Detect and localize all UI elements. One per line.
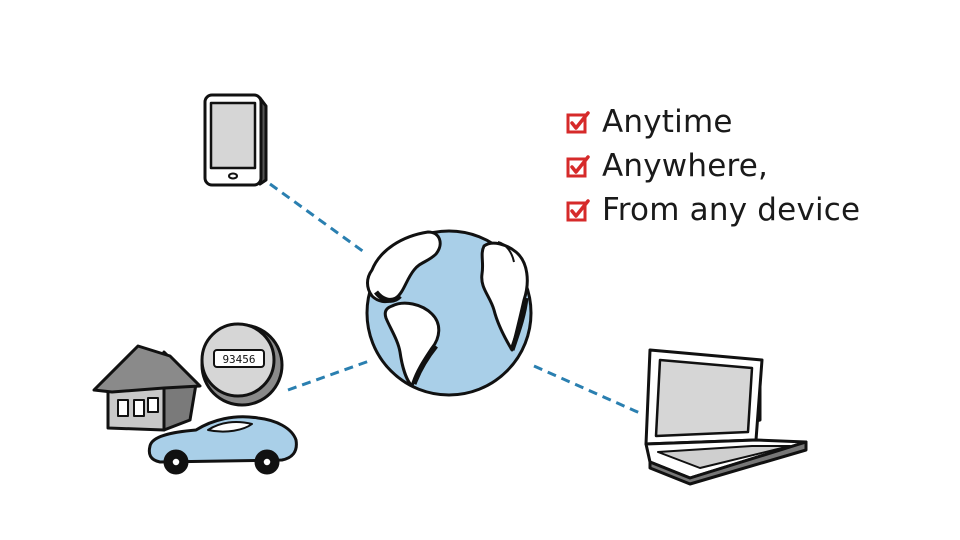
checklist-item: Anywhere, [566,144,860,188]
checkbox-checked-icon [566,199,590,222]
globe-icon [365,229,533,397]
tablet-icon [203,93,268,187]
globe-landmass-south-america [383,301,441,388]
connector-home-globe [287,358,373,392]
checklist-item-label: Anywhere, [602,148,769,184]
globe-landmass-north-america [366,230,442,304]
checklist-item: From any device [566,188,860,232]
checklist-item-label: From any device [602,192,861,228]
laptop-icon [644,348,808,486]
checklist-item: Anytime [566,100,860,144]
meter-reading: 93456 [222,353,255,366]
checkbox-checked-icon [566,155,590,178]
connectors [269,182,643,416]
connector-tablet-globe [269,182,365,254]
car-icon [147,415,298,475]
gas-meter-icon: 93456 [200,322,284,407]
checklist-item-label: Anytime [602,104,733,140]
house-icon [92,344,202,432]
connector-globe-laptop [533,364,643,416]
feature-checklist: Anytime Anywhere, From any device [566,100,860,232]
checkbox-checked-icon [566,111,590,134]
